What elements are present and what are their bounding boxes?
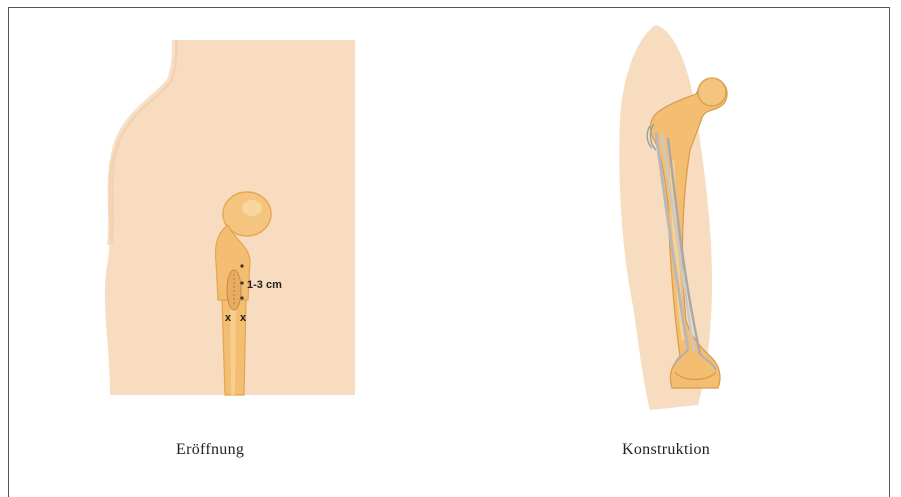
measure-dot-top xyxy=(240,264,243,267)
measure-dot-mid xyxy=(240,281,243,284)
femoral-head xyxy=(698,78,726,106)
measure-dot-low xyxy=(240,296,243,299)
cross-mark-left: x xyxy=(225,312,232,324)
opening-drawing: 1-3 cm x x xyxy=(0,0,450,430)
construction-illustration xyxy=(450,0,901,430)
caption-opening: Eröffnung xyxy=(176,441,244,459)
opening-illustration: 1-3 cm x x xyxy=(0,0,450,430)
cross-mark-right: x xyxy=(240,312,247,324)
construction-drawing xyxy=(450,0,901,430)
caption-construction: Konstruktion xyxy=(622,441,710,459)
measurement-label: 1-3 cm xyxy=(247,279,282,291)
